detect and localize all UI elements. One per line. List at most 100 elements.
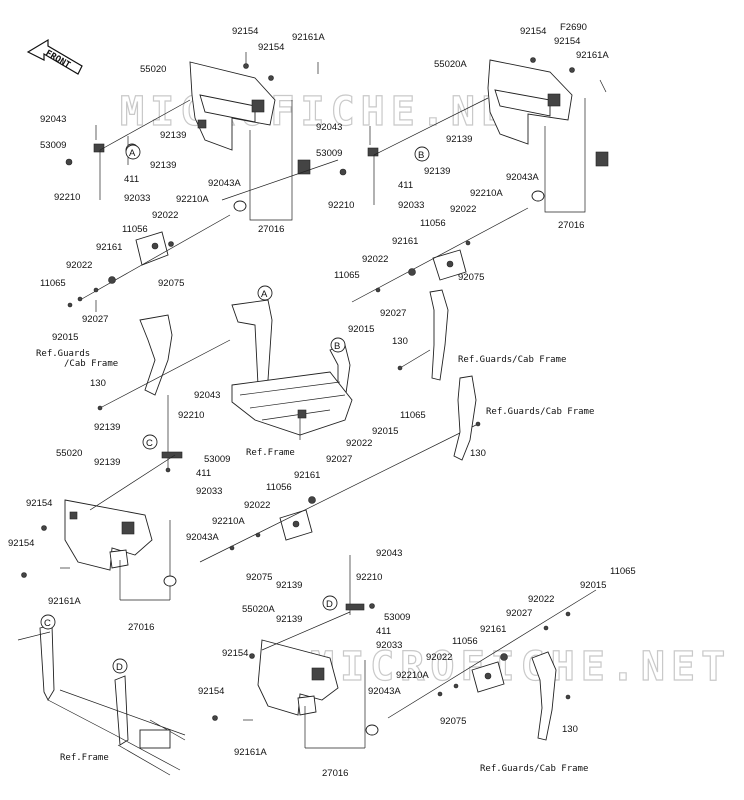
assembly-lower-right xyxy=(212,555,597,749)
part-label: 92022 xyxy=(426,652,452,663)
part-label: 92043 xyxy=(194,390,220,401)
part-label: 92015 xyxy=(348,324,374,335)
part-label: 92161A xyxy=(234,747,267,758)
part-label: 92161 xyxy=(96,242,122,253)
svg-text:C: C xyxy=(44,618,51,629)
part-label: 92161 xyxy=(480,624,506,635)
callout-a-1 xyxy=(125,144,141,160)
part-label: 92027 xyxy=(506,608,532,619)
ref-guards-1: Ref.Guards xyxy=(36,349,90,359)
part-label: 92027 xyxy=(82,314,108,325)
part-label: 92033 xyxy=(196,486,222,497)
part-label: 27016 xyxy=(128,622,154,633)
part-label: 53009 xyxy=(316,148,342,159)
mirror-housing-55020A-d xyxy=(257,639,339,716)
part-label: 92161A xyxy=(576,50,609,61)
svg-text:C: C xyxy=(146,438,153,449)
callout-c-1 xyxy=(142,434,158,450)
part-label: 92154 xyxy=(8,538,34,549)
part-label: 27016 xyxy=(322,768,348,779)
part-label: F2690 xyxy=(560,22,587,33)
callout-c-2 xyxy=(40,614,56,630)
part-label: 92154 xyxy=(258,42,284,53)
mirror-bracket-11056 xyxy=(135,231,169,266)
part-label: 11065 xyxy=(610,566,636,577)
part-label: 92210A xyxy=(212,516,245,527)
part-label: 92161 xyxy=(392,236,418,247)
callout-a-2 xyxy=(257,285,273,301)
guard-bar-mid xyxy=(453,375,477,461)
callout-b-2 xyxy=(330,337,346,353)
frame-center xyxy=(231,299,353,440)
ref-frame-2: Ref.Frame xyxy=(60,753,109,763)
ref-frame-1: Ref.Frame xyxy=(246,448,295,458)
part-label: 411 xyxy=(124,174,139,185)
part-label: 92161A xyxy=(292,32,325,43)
part-label: 11065 xyxy=(400,410,426,421)
part-label: 92139 xyxy=(150,160,176,171)
part-label: 92015 xyxy=(372,426,398,437)
part-label: 11065 xyxy=(334,270,360,281)
svg-text:A: A xyxy=(261,289,268,300)
part-label: 92043A xyxy=(368,686,401,697)
part-label: 92033 xyxy=(376,640,402,651)
part-label: 92043A xyxy=(506,172,539,183)
part-label: 55020 xyxy=(140,64,166,75)
part-label: 92033 xyxy=(124,193,150,204)
part-label: 92075 xyxy=(440,716,466,727)
callout-d-1 xyxy=(322,595,338,611)
part-label: 92154 xyxy=(26,498,52,509)
part-label: 11056 xyxy=(452,636,478,647)
part-label: 92154 xyxy=(222,648,248,659)
part-label: 53009 xyxy=(204,454,230,465)
part-label: 92210 xyxy=(356,572,382,583)
part-label: 92043A xyxy=(186,532,219,543)
part-label: 53009 xyxy=(40,140,66,151)
ref-guards-1b: /Cab Frame xyxy=(64,359,118,369)
part-label: 11065 xyxy=(40,278,66,289)
part-label: 92022 xyxy=(346,438,372,449)
part-label: 92139 xyxy=(424,166,450,177)
part-label: 55020A xyxy=(242,604,275,615)
part-label: 92161 xyxy=(294,470,320,481)
part-label: 411 xyxy=(376,626,391,637)
part-label: 92022 xyxy=(450,204,476,215)
part-label: 92027 xyxy=(380,308,406,319)
part-label: 27016 xyxy=(258,224,284,235)
svg-text:D: D xyxy=(116,662,123,673)
ref-guards-3: Ref.Guards/Cab Frame xyxy=(486,407,594,417)
part-label: 92139 xyxy=(276,614,302,625)
part-label: 92015 xyxy=(580,580,606,591)
part-label: 92075 xyxy=(458,272,484,283)
part-label: 92154 xyxy=(232,26,258,37)
part-label: 92139 xyxy=(94,422,120,433)
part-label: 92210 xyxy=(54,192,80,203)
callout-b-1 xyxy=(414,146,430,162)
part-label: 92154 xyxy=(520,26,546,37)
ref-guards-4: Ref.Guards/Cab Frame xyxy=(480,764,588,774)
part-label: 53009 xyxy=(384,612,410,623)
part-label: 92043 xyxy=(40,114,66,125)
ref-guards-2: Ref.Guards/Cab Frame xyxy=(458,355,566,365)
part-label: 92154 xyxy=(198,686,224,697)
guard-bar-right xyxy=(429,289,449,381)
part-label: 92033 xyxy=(398,200,424,211)
svg-text:D: D xyxy=(326,599,333,610)
part-label: 92043 xyxy=(316,122,342,133)
part-label: 92210A xyxy=(470,188,503,199)
watermark-bottom: MICROFICHE.NET xyxy=(310,644,731,690)
part-label: 130 xyxy=(90,378,106,389)
part-label: 92139 xyxy=(276,580,302,591)
callout-d-2 xyxy=(112,658,128,674)
part-label: 92043 xyxy=(376,548,402,559)
part-label: 92075 xyxy=(246,572,272,583)
part-label: 92139 xyxy=(94,457,120,468)
part-label: 130 xyxy=(470,448,486,459)
part-label: 11056 xyxy=(420,218,446,229)
part-label: 92154 xyxy=(554,36,580,47)
part-label: 92075 xyxy=(158,278,184,289)
frame-lower-left xyxy=(17,624,186,776)
svg-text:A: A xyxy=(129,148,136,159)
part-label: 130 xyxy=(392,336,408,347)
